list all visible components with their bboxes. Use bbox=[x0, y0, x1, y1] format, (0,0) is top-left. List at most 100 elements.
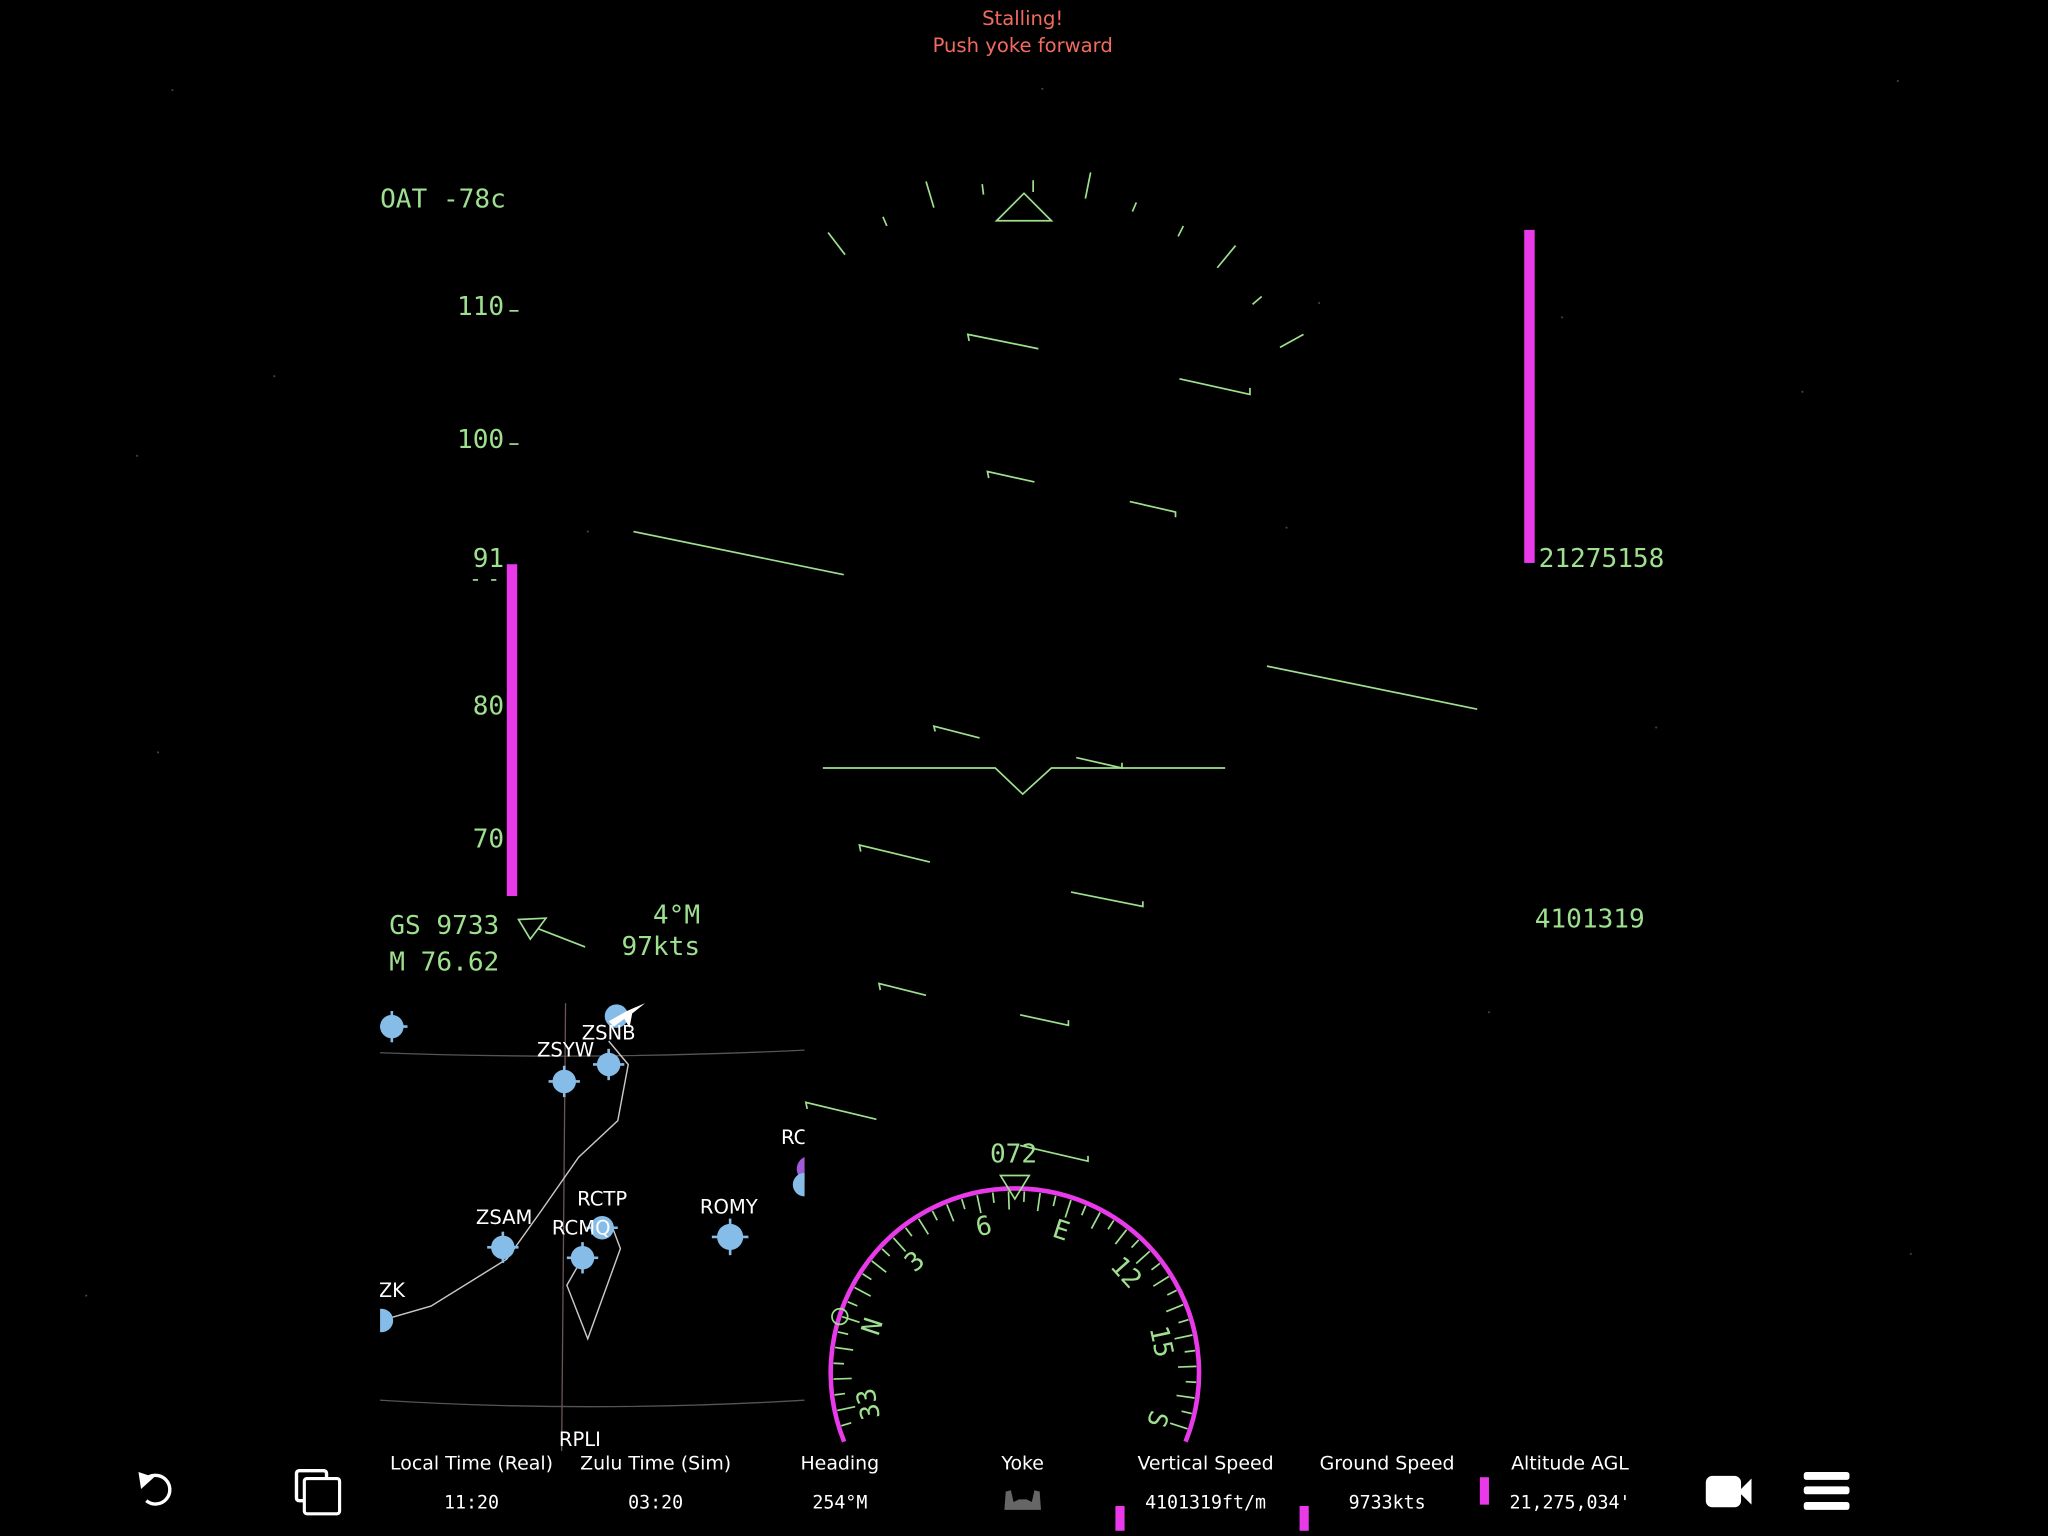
compass-tick bbox=[1185, 1380, 1197, 1384]
star-field bbox=[85, 79, 1912, 1297]
compass-label: 15 bbox=[1143, 1323, 1179, 1360]
svg-text:Vertical Speed: Vertical Speed bbox=[1137, 1452, 1273, 1474]
ground-speed-readout: GS 9733 bbox=[389, 911, 499, 941]
roll-scale bbox=[827, 172, 1304, 349]
reset-button[interactable] bbox=[131, 1464, 183, 1516]
compass-tick bbox=[1150, 1262, 1161, 1271]
compass-tick bbox=[1176, 1394, 1195, 1399]
compass-tick bbox=[1022, 1191, 1026, 1202]
compass-tick bbox=[1130, 1239, 1140, 1249]
status-yoke: Yoke bbox=[1000, 1452, 1044, 1510]
waypoint-marker[interactable] bbox=[711, 1218, 749, 1256]
compass-tick bbox=[847, 1301, 858, 1307]
svg-text:Yoke: Yoke bbox=[1000, 1452, 1044, 1474]
speed-trend-bar bbox=[506, 564, 518, 896]
wind-direction: 4°M bbox=[653, 900, 700, 930]
compass-tick bbox=[1007, 1191, 1011, 1210]
compass-tick bbox=[946, 1204, 955, 1222]
waypoint-marker[interactable] bbox=[548, 1065, 580, 1098]
compass-tick bbox=[1135, 1250, 1151, 1265]
aircraft-icon bbox=[608, 1003, 646, 1028]
waypoint-label: ZSNB bbox=[582, 1022, 636, 1045]
compass-tick bbox=[840, 1421, 852, 1427]
waypoint-marker[interactable] bbox=[370, 1308, 394, 1333]
waypoint-label: RPLI bbox=[559, 1428, 601, 1451]
mach-readout: M 76.62 bbox=[389, 947, 499, 977]
svg-text:9733kts: 9733kts bbox=[1349, 1493, 1426, 1514]
altitude-indicator-bar bbox=[1479, 1477, 1489, 1505]
waypoint-marker[interactable] bbox=[586, 1216, 618, 1240]
compass-tick bbox=[1114, 1229, 1128, 1245]
compass-tick bbox=[1052, 1195, 1057, 1207]
compass-tick bbox=[1169, 1422, 1188, 1430]
compass-tick bbox=[1166, 1289, 1178, 1296]
speed-tick-label: 70 bbox=[473, 825, 504, 855]
stall-warning-instruction: Push yoke forward bbox=[933, 34, 1113, 57]
compass-tick bbox=[833, 1362, 845, 1365]
compass-tick bbox=[833, 1377, 852, 1380]
waypoint-marker[interactable] bbox=[376, 1010, 408, 1043]
waypoint-marker[interactable] bbox=[487, 1231, 519, 1264]
status-zulu-time: Zulu Time (Sim)03:20 bbox=[580, 1452, 731, 1513]
speed-tick-label: 80 bbox=[473, 691, 504, 721]
compass-tick bbox=[841, 1315, 860, 1324]
waypoint-marker[interactable] bbox=[592, 1048, 625, 1081]
waypoint-marker[interactable] bbox=[792, 1172, 817, 1197]
compass-tick bbox=[1064, 1199, 1072, 1218]
compass-tick bbox=[917, 1218, 930, 1235]
navigation-map[interactable]: ZSNB ZSYW ZSAM RCTP RCMQ ROMY RPLI ZK RC bbox=[370, 1003, 823, 1452]
altitude-readout: 21275158 bbox=[1539, 544, 1665, 574]
svg-text:Local Time (Real): Local Time (Real) bbox=[390, 1452, 553, 1474]
waypoint-marker[interactable] bbox=[566, 1242, 599, 1274]
compass-label: 33 bbox=[851, 1385, 887, 1422]
svg-text:Altitude AGL: Altitude AGL bbox=[1511, 1452, 1629, 1474]
svg-text:Ground Speed: Ground Speed bbox=[1320, 1452, 1455, 1474]
speed-tick-label: 100 bbox=[457, 425, 504, 455]
hamburger-menu-icon bbox=[1803, 1472, 1850, 1480]
pitch-ladder bbox=[633, 333, 1478, 1163]
compass-tick bbox=[871, 1260, 887, 1273]
compass-tick bbox=[837, 1331, 849, 1336]
compass-tick bbox=[854, 1286, 872, 1297]
compass-tick bbox=[1036, 1192, 1041, 1212]
heading-bug-icon bbox=[831, 1307, 849, 1326]
status-local-time: Local Time (Real) 11:20 bbox=[390, 1452, 553, 1513]
compass-tick bbox=[904, 1227, 913, 1237]
wind-speed: 97kts bbox=[621, 932, 700, 962]
compass-tick bbox=[1177, 1365, 1197, 1368]
compass-tick bbox=[960, 1198, 966, 1210]
compass-tick bbox=[1165, 1303, 1184, 1313]
vertical-speed-readout: 4101319 bbox=[1535, 904, 1645, 934]
compass-tick bbox=[931, 1210, 938, 1221]
undo-icon bbox=[138, 1472, 155, 1489]
compass-tick bbox=[991, 1192, 995, 1204]
speed-tape: 110 100 91 80 70 bbox=[457, 292, 519, 896]
compass-tick bbox=[1107, 1220, 1115, 1230]
waypoint-label: RC bbox=[781, 1126, 807, 1149]
compass-label: 6 bbox=[973, 1211, 995, 1244]
status-ground-speed: Ground Speed 9733kts bbox=[1320, 1452, 1455, 1513]
waypoint-label: ZSYW bbox=[537, 1039, 594, 1062]
compass-tick bbox=[881, 1248, 891, 1257]
compass-tick bbox=[1178, 1318, 1189, 1324]
svg-text:254°M: 254°M bbox=[812, 1493, 867, 1514]
svg-text:4101319ft/m: 4101319ft/m bbox=[1145, 1493, 1266, 1514]
waypoint-label: ROMY bbox=[700, 1195, 758, 1218]
ground-speed-indicator-bar bbox=[1299, 1505, 1309, 1531]
speed-tick-label: 110 bbox=[457, 292, 504, 322]
compass-tick bbox=[837, 1405, 856, 1412]
stall-warning-title: Stalling! bbox=[982, 7, 1063, 30]
heading-readout: 072 bbox=[990, 1139, 1037, 1169]
compass-tick bbox=[892, 1237, 907, 1252]
compass-tick bbox=[1181, 1410, 1192, 1415]
svg-text:11:20: 11:20 bbox=[444, 1493, 499, 1514]
compass-tick bbox=[1184, 1349, 1196, 1353]
menu-button[interactable] bbox=[1803, 1472, 1850, 1510]
video-camera-icon bbox=[1705, 1475, 1742, 1508]
svg-text:Heading: Heading bbox=[800, 1452, 879, 1474]
compass-tick bbox=[1080, 1205, 1087, 1216]
camera-button[interactable] bbox=[1705, 1475, 1752, 1508]
status-heading: Heading 254°M bbox=[800, 1452, 879, 1513]
copy-button[interactable] bbox=[294, 1468, 342, 1516]
